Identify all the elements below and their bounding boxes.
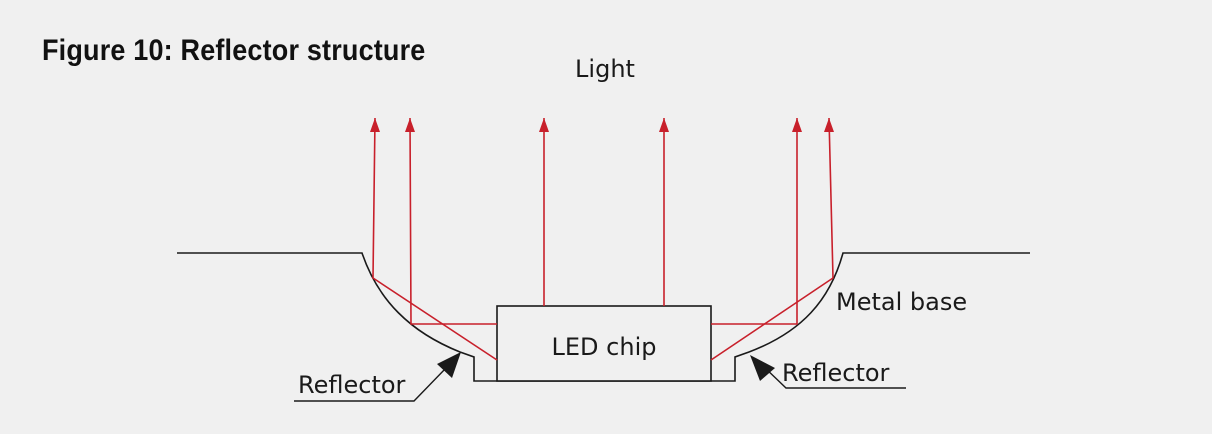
figure-title: Figure 10: Reflector structure [42, 34, 426, 67]
reflector-right-label: Reflector [782, 359, 890, 387]
reflector-right-arrow [750, 355, 775, 381]
reflector-left-callout: Reflector [294, 352, 461, 402]
metal-base-label: Metal base [836, 288, 967, 316]
light-label: Light [575, 55, 635, 83]
light-ray [405, 117, 497, 325]
led-chip [496, 305, 712, 382]
light-rays [370, 117, 834, 361]
reflector-right-callout: Reflector [750, 355, 906, 389]
light-ray [711, 118, 802, 325]
light-ray [370, 117, 498, 361]
light-ray [710, 117, 834, 361]
reflector-left-label: Reflector [298, 371, 406, 399]
led-chip-label: LED chip [552, 333, 657, 361]
reflector-left-arrow [437, 352, 461, 378]
